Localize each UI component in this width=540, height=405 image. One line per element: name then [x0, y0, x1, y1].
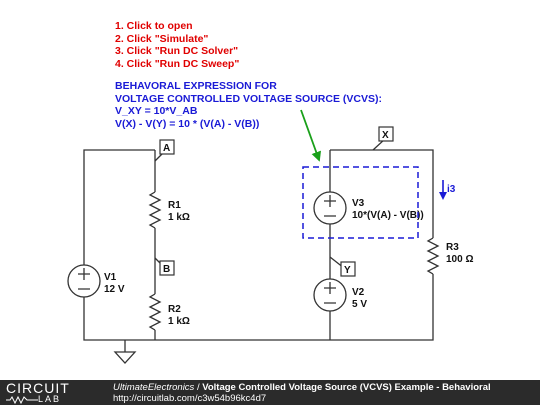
logo-text-bottom: LAB — [38, 394, 62, 404]
footer-title-line: UltimateElectronics / Voltage Controlled… — [113, 382, 491, 393]
current-arrow-icon — [439, 180, 447, 200]
logo-waveform-icon — [6, 395, 38, 405]
node-x-label: X — [382, 130, 389, 141]
instruction-4: 4. Click "Run DC Sweep" — [115, 57, 240, 70]
footer-separator: / — [194, 382, 203, 393]
r1-resistor[interactable] — [148, 191, 162, 229]
r3-name: R3 — [446, 242, 459, 253]
r2-name: R2 — [168, 304, 181, 315]
footer-title: Voltage Controlled Voltage Source (VCVS)… — [202, 382, 491, 393]
v3-name: V3 — [352, 198, 365, 209]
left-wires — [83, 149, 330, 352]
v3-value: 10*(V(A) - V(B)) — [352, 210, 424, 221]
current-label: i3 — [447, 184, 456, 195]
r3-value: 100 Ω — [446, 254, 473, 265]
instruction-1: 1. Click to open — [115, 20, 193, 32]
v3-source[interactable] — [313, 191, 347, 225]
v2-source[interactable] — [313, 278, 347, 312]
logo-text-top: CIRCUIT — [6, 380, 70, 396]
expression-line-3: V_XY = 10*V_AB — [115, 105, 198, 117]
v1-source[interactable] — [67, 264, 101, 298]
node-a-probe[interactable]: A — [154, 139, 175, 162]
expression-line-2: VOLTAGE CONTROLLED VOLTAGE SOURCE (VCVS)… — [115, 92, 382, 105]
node-y-probe[interactable]: Y — [329, 256, 356, 277]
circuitlab-logo[interactable]: CIRCUIT LAB — [6, 381, 96, 405]
r1-value: 1 kΩ — [168, 212, 190, 223]
instruction-2: 2. Click "Simulate" — [115, 32, 209, 45]
v1-value: 12 V — [104, 284, 125, 295]
footer-author[interactable]: UltimateElectronics — [113, 382, 195, 393]
expression-line-4: V(X) - V(Y) = 10 * (V(A) - V(B)) — [115, 117, 260, 130]
r1-name: R1 — [168, 200, 181, 211]
footer-bar: CIRCUIT LAB UltimateElectronics / Voltag… — [0, 380, 540, 405]
instruction-3: 3. Click "Run DC Solver" — [115, 45, 239, 57]
expression-line-1: BEHAVORAL EXPRESSION FOR — [115, 80, 277, 92]
node-a-label: A — [163, 143, 170, 154]
schematic[interactable]: R1 1 kΩ R2 1 kΩ V1 12 V A B V3 10*(V(A) … — [0, 0, 540, 380]
v2-name: V2 — [352, 287, 365, 298]
v2-value: 5 V — [352, 299, 367, 310]
node-y-label: Y — [344, 265, 351, 276]
r2-resistor[interactable] — [148, 293, 162, 331]
expression-note: BEHAVORAL EXPRESSION FOR VOLTAGE CONTROL… — [115, 80, 382, 130]
r2-value: 1 kΩ — [168, 316, 190, 327]
node-x-probe[interactable]: X — [372, 126, 394, 151]
r3-resistor[interactable] — [426, 237, 440, 275]
pointer-arrow-icon — [300, 109, 322, 162]
right-wires — [329, 149, 434, 341]
ground-icon — [113, 351, 137, 364]
v1-name: V1 — [104, 272, 117, 283]
node-b-label: B — [163, 264, 170, 275]
footer-url[interactable]: http://circuitlab.com/c3w54b96kc4d7 — [113, 393, 267, 404]
node-b-probe[interactable]: B — [154, 257, 175, 276]
instructions: 1. Click to open 2. Click "Simulate" 3. … — [115, 20, 239, 70]
vcvs-highlight-box — [302, 166, 419, 239]
